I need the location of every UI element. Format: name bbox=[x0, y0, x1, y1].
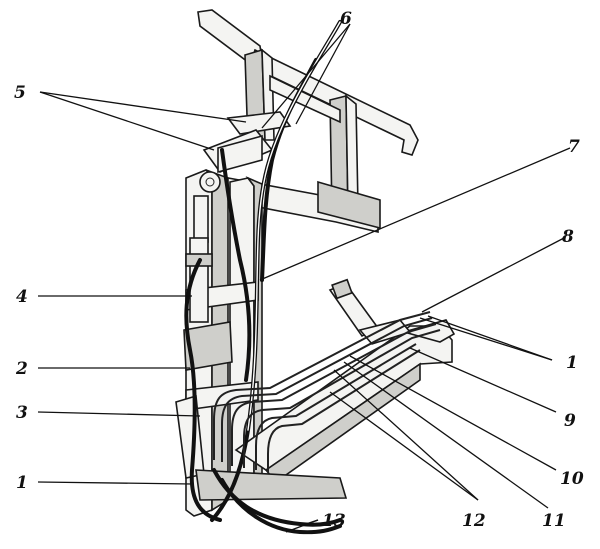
callout-1-left: 1 bbox=[16, 473, 28, 493]
top-frame bbox=[197, 9, 419, 234]
callout-8: 8 bbox=[561, 227, 574, 247]
callout-1-right: 1 bbox=[566, 353, 578, 373]
callout-10: 10 bbox=[560, 469, 584, 489]
pipes bbox=[213, 311, 441, 472]
callout-11: 11 bbox=[542, 511, 566, 531]
lift-cylinder bbox=[185, 237, 213, 323]
callout-labels: 5 6 7 8 1 4 2 3 1 9 10 11 12 13 bbox=[14, 9, 584, 531]
callout-13: 13 bbox=[322, 511, 346, 531]
callout-12: 12 bbox=[462, 511, 486, 531]
callout-2: 3 bbox=[16, 403, 28, 423]
callout-7: 7 bbox=[568, 137, 580, 157]
callout-5: 5 bbox=[14, 83, 26, 103]
callout-3: 2 bbox=[15, 359, 28, 379]
callout-4: 4 bbox=[16, 287, 28, 307]
callout-6: 6 bbox=[340, 9, 352, 29]
tilt-cylinder bbox=[328, 278, 412, 345]
callout-9: 9 bbox=[564, 411, 576, 431]
leader-lines bbox=[37, 23, 571, 533]
